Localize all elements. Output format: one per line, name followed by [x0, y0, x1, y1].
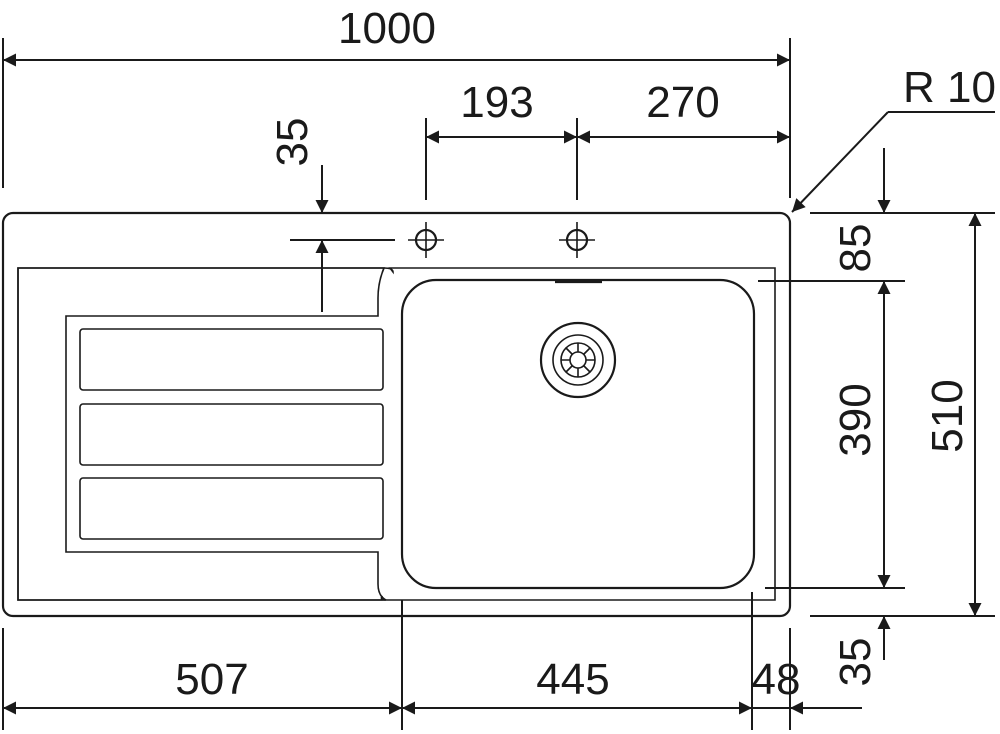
dimension-tap-hole-from-edge: 35	[268, 118, 395, 312]
dimension-label-overall-depth: 510	[923, 379, 972, 452]
dimension-back-margin: 85	[758, 148, 995, 282]
dimension-drainer-width: 507	[2, 600, 403, 730]
drainer-groove-bottom	[79, 477, 384, 540]
drainer-groove-middle	[79, 403, 384, 466]
drainer	[17, 267, 387, 601]
dimension-label-corner-radius: R 10	[903, 63, 996, 112]
sink-inner-rim	[17, 267, 776, 601]
dimension-label-bowl-width: 445	[536, 655, 609, 704]
drain-waste-icon	[539, 321, 617, 399]
dimension-overall-depth: 510	[810, 213, 995, 617]
dimension-bowl-depth: 390	[765, 281, 905, 589]
dimension-label-tap-hole-from-edge: 35	[268, 118, 317, 167]
dimension-label-tap-hole-to-edge: 270	[646, 78, 719, 127]
dimension-corner-radius: R 10	[791, 63, 996, 213]
dimension-bowl-width: 445	[402, 592, 753, 730]
dimension-tap-hole-to-edge: 270	[577, 78, 790, 144]
dimension-label-overall-width: 1000	[338, 4, 436, 53]
crosshair-circle-icon	[559, 222, 595, 258]
dimension-side-margin: 48	[752, 628, 862, 730]
bowl-outline	[400, 278, 756, 590]
dimension-overall-width: 1000	[2, 4, 791, 198]
sink-body	[1, 211, 792, 618]
sink-outer-outline	[1, 211, 792, 618]
dimension-label-back-margin: 85	[831, 224, 880, 273]
drainer-outline	[17, 267, 387, 601]
dimension-label-front-margin: 35	[831, 638, 880, 687]
drainer-groove-top	[79, 328, 384, 391]
crosshair-circle-icon	[408, 222, 444, 258]
dimension-label-side-margin: 48	[752, 655, 801, 704]
dimension-label-bowl-depth: 390	[831, 383, 880, 456]
dimension-label-drainer-width: 507	[175, 655, 248, 704]
dimension-tap-hole-spacing: 193	[425, 78, 578, 200]
dimension-label-tap-hole-spacing: 193	[460, 78, 533, 127]
dimension-front-margin: 35	[831, 616, 891, 687]
bowl	[400, 278, 756, 590]
